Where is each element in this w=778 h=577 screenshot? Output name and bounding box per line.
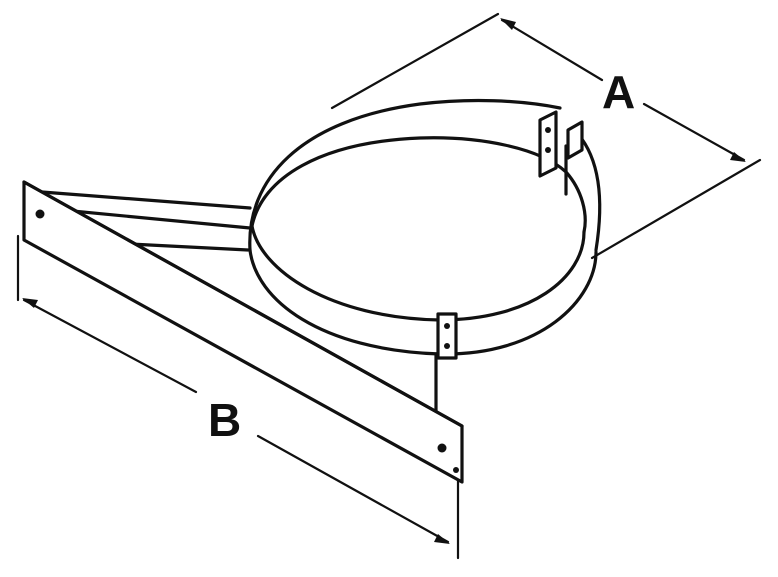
dimension-a-line-upper [500,18,604,82]
dimension-a-label: A [602,66,635,118]
dimension-a [330,12,762,260]
wall-bar-hole-right [437,443,447,453]
dimension-a-extension-left [330,12,500,110]
band-joint-plate-body [436,312,458,360]
dimension-b [16,234,460,560]
clamp-tabs [538,110,584,178]
wall-bar-hole-right-small [453,467,459,473]
dimension-b-label: B [208,394,241,446]
dimension-a-arrow-bottom [730,152,746,162]
dimension-a-extension-right [590,158,762,260]
band-joint-hole-1 [444,323,450,329]
wall-bar-hole-left [35,209,45,219]
dimension-a-arrow-top [500,18,516,30]
dimension-b-arrow-left [22,298,38,308]
dimension-b-line-upper [22,298,198,394]
band-inner-rim [250,136,587,234]
dimension-b-arrow-right [434,534,450,544]
clamp-tab-front [538,110,558,178]
support-arm-upper-top [40,190,252,210]
wall-mounting-bar-top-edge [22,180,464,428]
clamp-tab-hole-2 [545,147,551,153]
clamp-tab-hole-1 [545,127,551,133]
support-arm-lower-top [128,242,250,252]
clamp-tab-back [566,120,584,160]
band-outer-rim-right [576,132,602,252]
wall-mounting-bar [22,180,464,484]
band-joint-plate [436,312,458,360]
support-arms [40,190,438,422]
band-joint-hole-2 [444,343,450,349]
dimension-b-line-lower [256,434,450,544]
dimension-a-line-lower [642,102,746,162]
band-outer-rim [248,98,562,252]
band-lower-edge [250,224,586,322]
support-arm-upper-bottom [60,208,252,230]
